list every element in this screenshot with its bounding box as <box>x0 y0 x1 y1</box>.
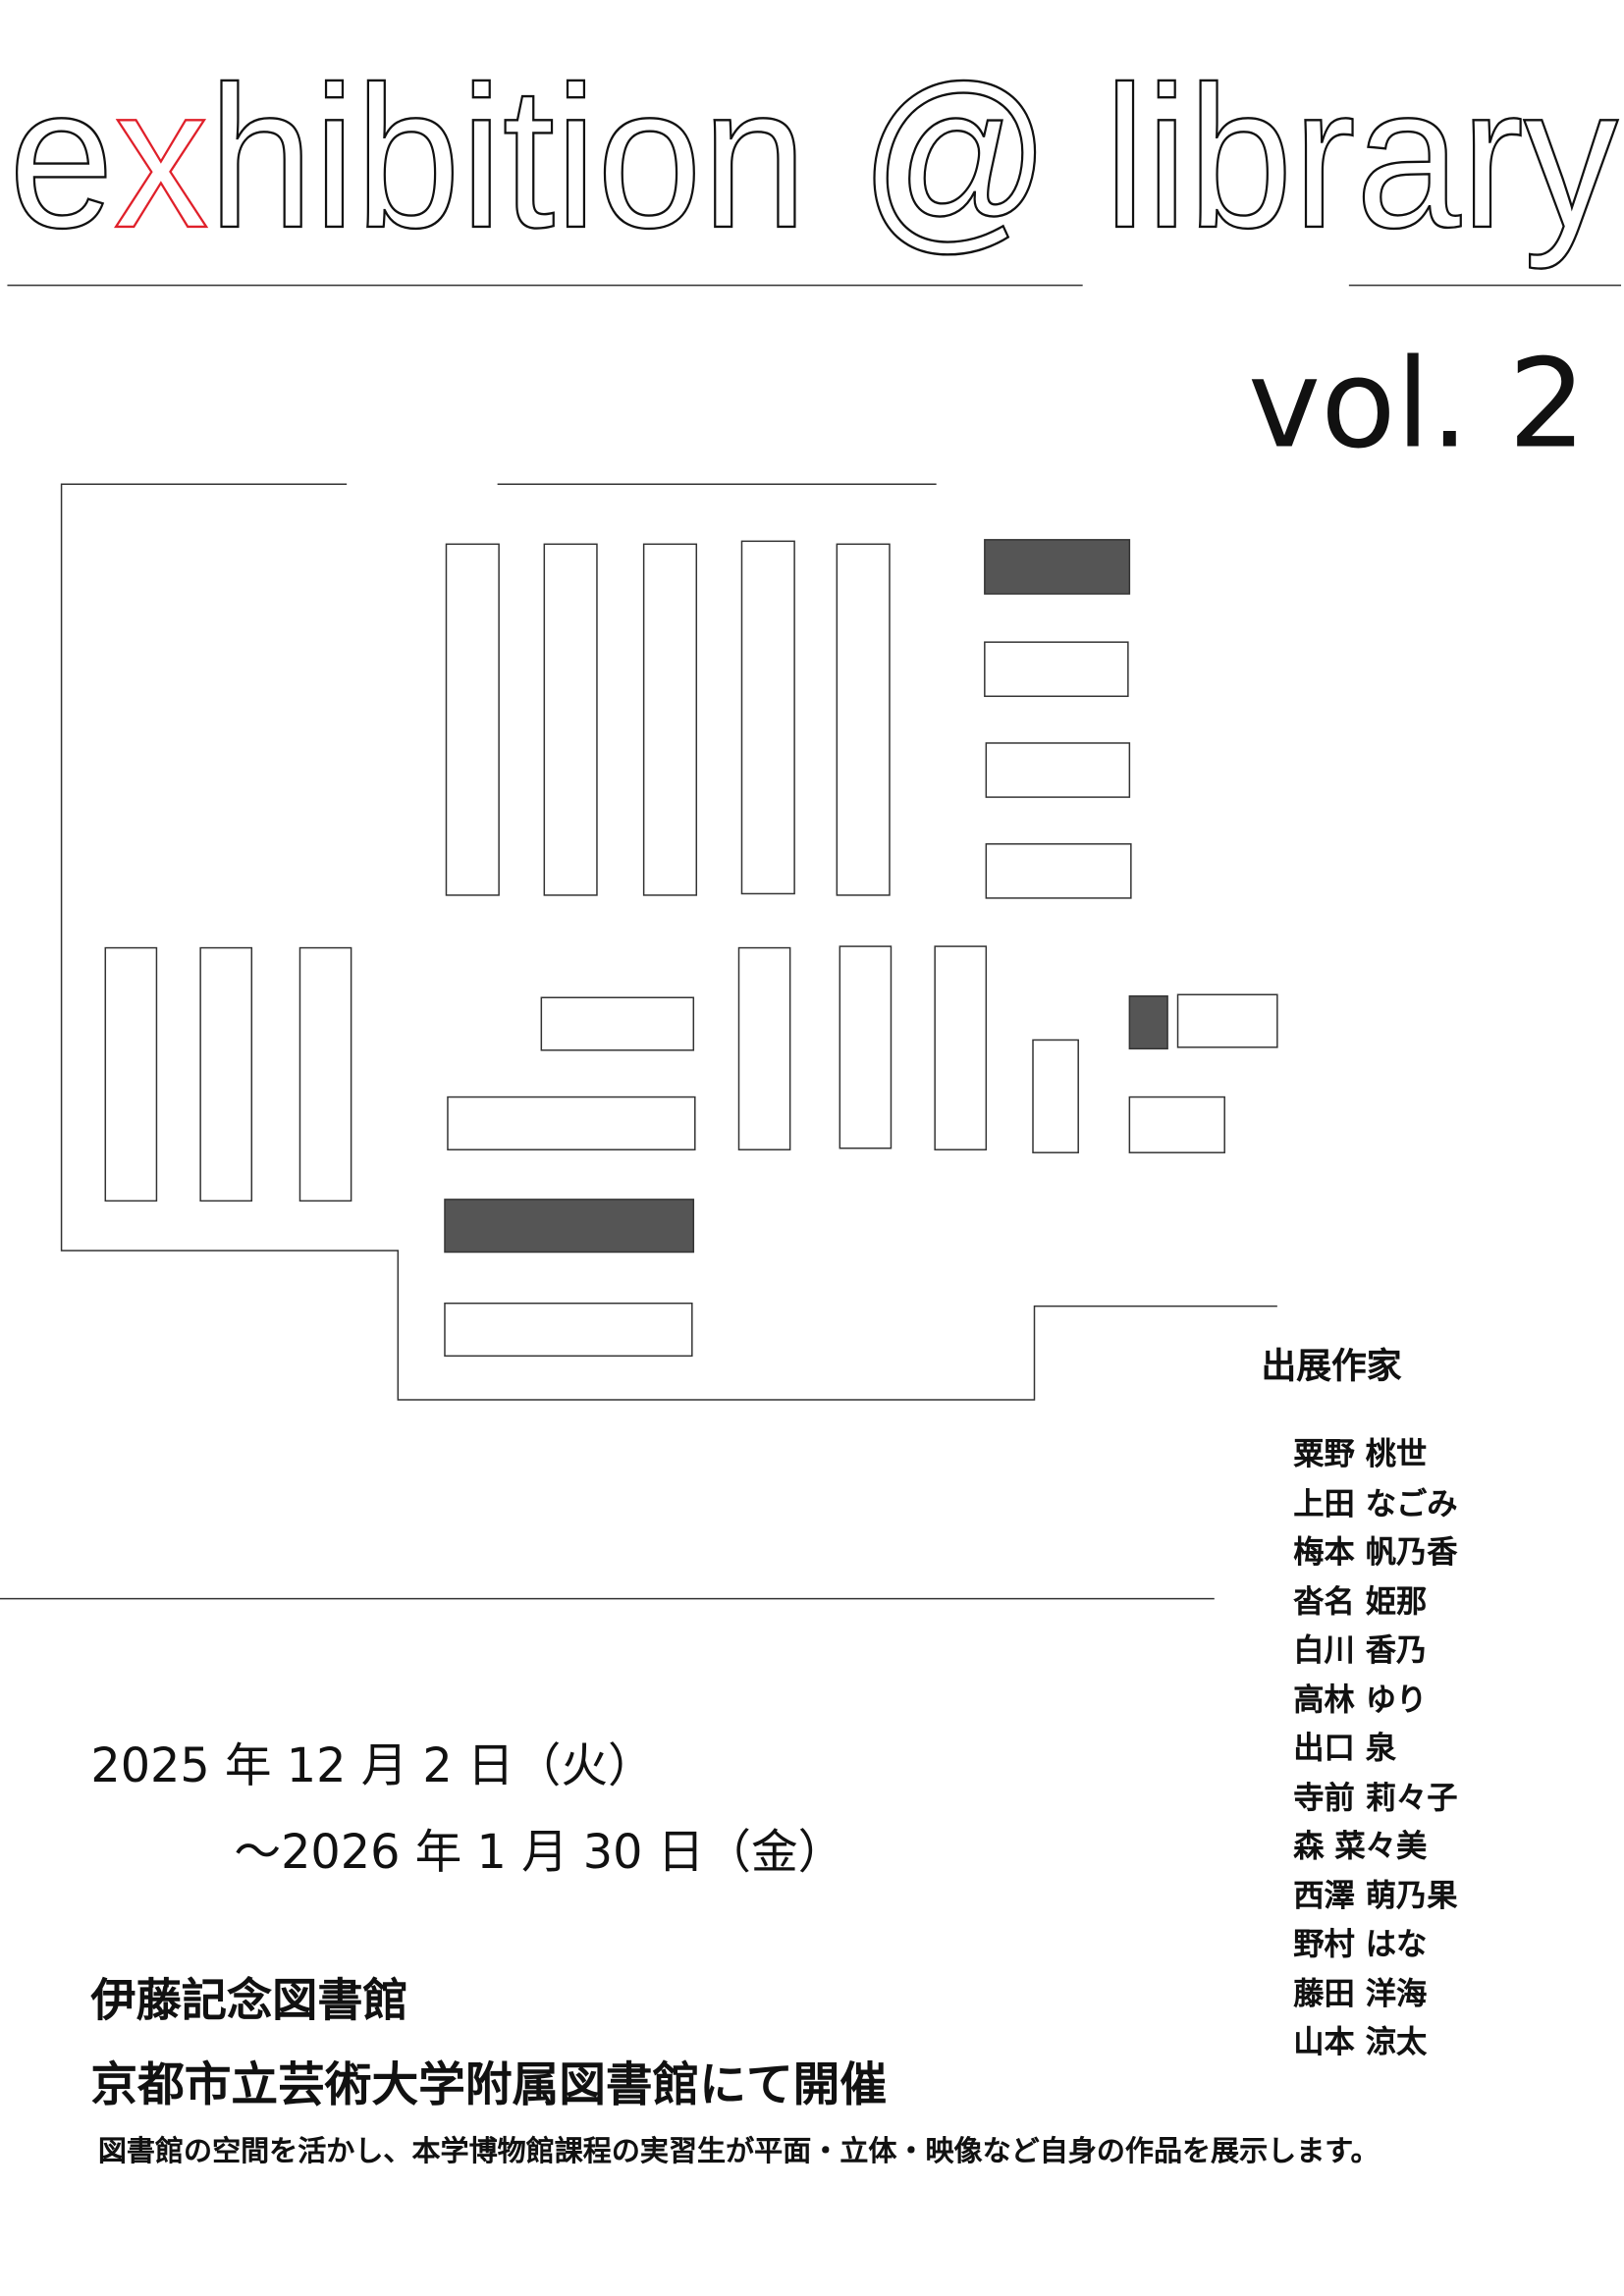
artist-name: 森 菜々美 <box>1293 1828 1428 1864</box>
artist-name: 上田 なごみ <box>1293 1485 1458 1521</box>
shelf <box>740 540 795 895</box>
end-date: 〜2026 年 1 月 30 日（金） <box>234 1824 845 1880</box>
shelf <box>543 543 598 896</box>
artist-list: 粟野 桃世 上田 なごみ 梅本 帆乃香 沓名 姫那 白川 香乃 高林 ゆり 出口… <box>1293 1430 1457 2067</box>
artist-name: 出口 泉 <box>1293 1730 1397 1766</box>
volume-label: vol. 2 <box>1248 332 1587 475</box>
shelf <box>1032 1039 1079 1153</box>
shelf <box>1128 1095 1225 1153</box>
description: 図書館の空間を活かし、本学博物館課程の実習生が平面・立体・映像など自身の作品を展… <box>97 2134 1380 2168</box>
floor-plan <box>60 483 1278 1401</box>
shelf <box>104 946 158 1202</box>
exhibit-shelf <box>444 1199 695 1254</box>
shelf <box>445 543 500 896</box>
venue-host: 京都市立芸術大学附属図書館にて開催 <box>90 2056 888 2112</box>
artist-name: 野村 はな <box>1293 1926 1428 1962</box>
start-date: 2025 年 12 月 2 日（火） <box>90 1737 655 1793</box>
exhibit-shelf <box>1128 995 1168 1050</box>
shelf <box>839 945 893 1149</box>
shelf <box>199 946 253 1202</box>
artist-name: 白川 香乃 <box>1293 1631 1428 1668</box>
shelf <box>642 543 698 896</box>
artist-name: 藤田 洋海 <box>1293 1975 1428 2011</box>
shelf <box>540 996 695 1051</box>
floor-plan-wall <box>60 483 1277 1401</box>
shelf <box>444 1302 693 1358</box>
shelf <box>298 946 352 1202</box>
artists-heading: 出展作家 <box>1261 1345 1402 1387</box>
artist-name: 粟野 桃世 <box>1293 1436 1428 1472</box>
artist-name: 梅本 帆乃香 <box>1293 1534 1458 1570</box>
shelf <box>447 1095 696 1150</box>
artist-name: 高林 ゆり <box>1293 1681 1428 1717</box>
shelf <box>1176 993 1278 1048</box>
artist-name: 寺前 莉々子 <box>1293 1779 1458 1815</box>
shelf <box>934 945 988 1150</box>
exhibit-shelf <box>984 539 1131 595</box>
artist-name: 山本 涼太 <box>1293 2024 1428 2060</box>
artist-name: 沓名 姫那 <box>1293 1583 1428 1619</box>
shelf <box>985 843 1132 899</box>
venue-name: 伊藤記念図書館 <box>90 1974 408 2028</box>
shelf <box>737 946 791 1150</box>
shelf <box>836 543 891 896</box>
shelf <box>985 742 1131 798</box>
poster-title: exhibition @ library <box>9 44 1618 270</box>
shelf <box>984 641 1129 698</box>
artist-name: 西澤 萌乃果 <box>1293 1877 1458 1913</box>
